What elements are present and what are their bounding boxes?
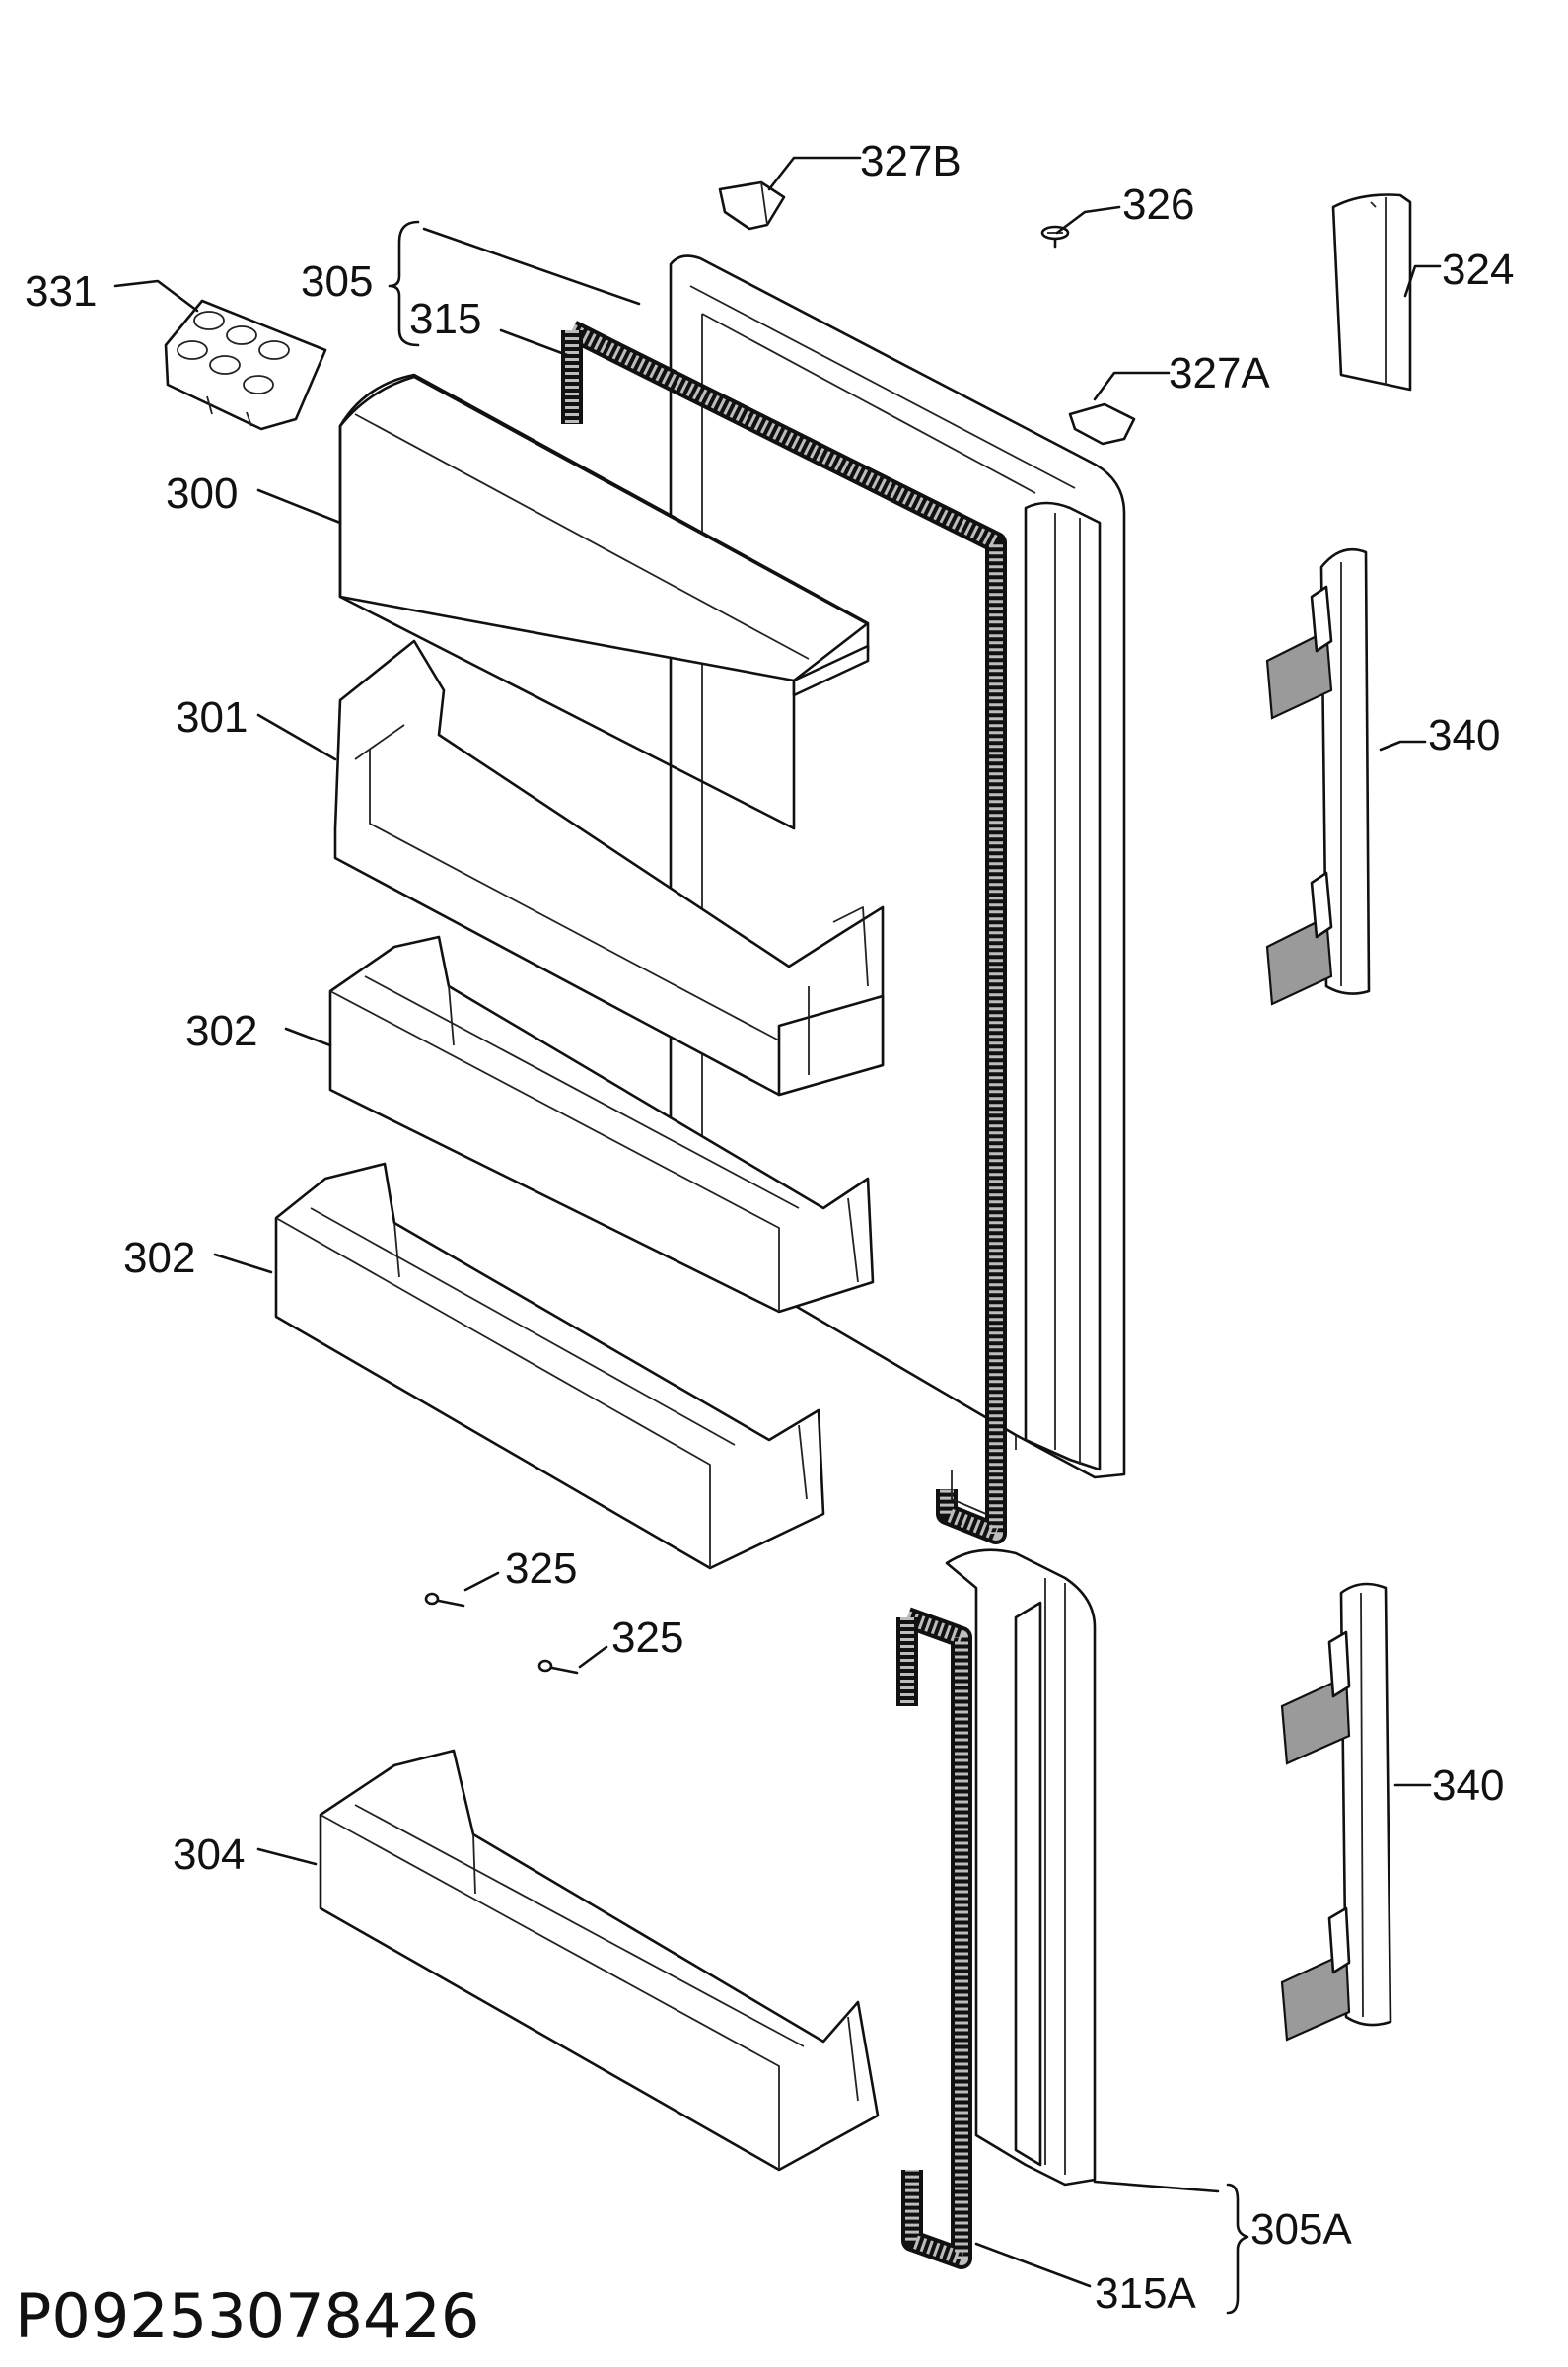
part-300-dairy-flap <box>338 373 870 830</box>
part-325-screw-lower <box>537 1659 579 1675</box>
bracket-305 <box>388 220 420 347</box>
callout-302-lower: 302 <box>123 1234 195 1282</box>
callout-315: 315 <box>409 295 481 343</box>
part-301-door-balcony <box>333 639 885 1097</box>
callout-331: 331 <box>25 267 97 316</box>
part-326-screw <box>1040 225 1070 249</box>
lower-door-gasket <box>896 1607 972 2269</box>
bracket-305a <box>1226 2183 1249 2315</box>
callout-304: 304 <box>173 1830 245 1879</box>
callout-305: 305 <box>301 257 373 306</box>
part-327a-bracket <box>1068 402 1136 446</box>
leader-lines <box>113 156 1442 2288</box>
callout-324: 324 <box>1442 246 1514 294</box>
callout-305a: 305A <box>1250 2205 1352 2254</box>
part-340-lower-hinge <box>1280 1582 1392 2042</box>
callout-327b: 327B <box>860 137 962 185</box>
upper-door-gasket <box>561 321 1007 1544</box>
part-304-bottom-balcony <box>319 1749 880 2172</box>
part-325-screw-upper <box>424 1592 465 1608</box>
callout-327a: 327A <box>1169 349 1270 397</box>
callout-340-upper: 340 <box>1428 711 1500 759</box>
callout-325-upper: 325 <box>505 1544 577 1593</box>
part-302-upper-bottle-shelf <box>328 935 875 1314</box>
part-324-cover <box>1331 193 1412 392</box>
callout-315a: 315A <box>1095 2269 1196 2318</box>
callout-300: 300 <box>166 469 238 518</box>
upper-door-panel <box>669 254 1126 1479</box>
callout-326: 326 <box>1122 180 1194 229</box>
callout-340-lower: 340 <box>1432 1761 1504 1810</box>
part-302-lower-bottle-shelf <box>274 1162 825 1570</box>
part-327b-bracket <box>718 180 786 231</box>
callout-302-upper: 302 <box>185 1007 257 1055</box>
callout-301: 301 <box>176 693 248 742</box>
drawing-code: P09253078426 <box>15 2280 479 2352</box>
lower-door-panel <box>945 1548 1097 2187</box>
part-331-egg-tray <box>164 299 327 431</box>
callout-325-lower: 325 <box>611 1614 683 1662</box>
part-340-upper-hinge <box>1265 547 1371 1006</box>
